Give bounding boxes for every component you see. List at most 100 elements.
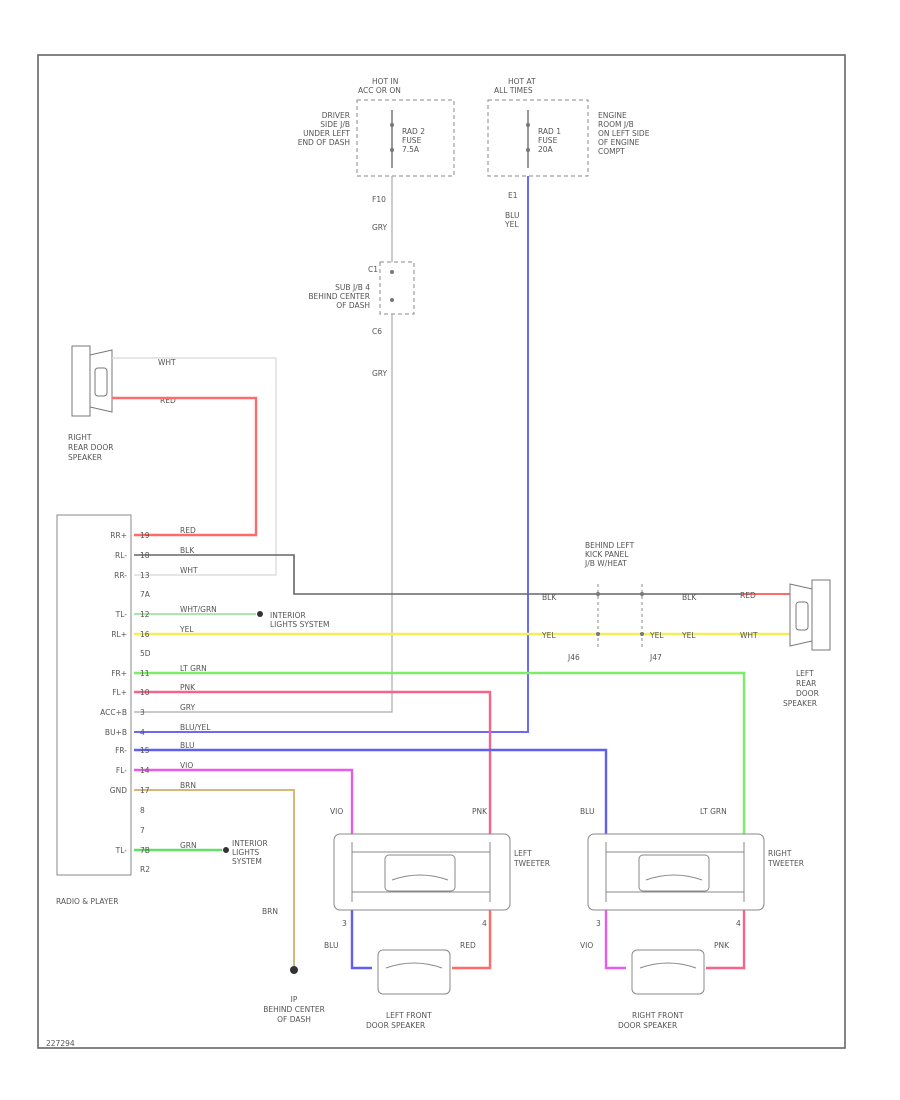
radio-pin-number: 11 (140, 669, 150, 678)
wht-grn-terminal (257, 611, 263, 617)
radio-pin-name: RR- (114, 571, 127, 580)
wire-blu-lf (350, 910, 372, 970)
radio-pin-wire-color: BRN (180, 781, 196, 790)
radio-pin-wire-color: BLU (180, 741, 194, 750)
j47-label: J47 (649, 653, 662, 662)
radio-pin-number: 4 (140, 728, 145, 737)
lf-blu-label: BLU (324, 941, 338, 950)
pin4b-label: 4 (736, 919, 741, 928)
radio-pin-number: 15 (140, 746, 150, 755)
diagram-code: 227294 (46, 1039, 75, 1048)
grn-terminal (223, 847, 229, 853)
radio-pin-wire-color: BLU/YEL (180, 723, 211, 732)
radio-pin-wire-color: GRN (180, 841, 197, 850)
yel-label-c: YEL (681, 631, 696, 640)
wht-label-r: WHT (740, 631, 758, 640)
radio-pin-name: FR+ (111, 669, 127, 678)
wire-label-gry1: GRY (372, 223, 388, 232)
radio-pin-number: 14 (140, 766, 150, 775)
radio-pin-wire-color: GRY (180, 703, 196, 712)
wire-gry-acc2 (134, 314, 393, 713)
wire-vio (134, 768, 354, 834)
wire-label-f10: F10 (372, 195, 386, 204)
radio-pin-number: 16 (140, 630, 150, 639)
radio-pin-name: RR+ (110, 531, 127, 540)
rf-pnk-label: PNK (714, 941, 730, 950)
radio-pin-wire-color: WHT/GRN (180, 605, 217, 614)
wire-blk-lr (134, 554, 742, 595)
radio-pin-number: 13 (140, 571, 150, 580)
wire-blu-yel (134, 176, 529, 733)
wire-brn (134, 789, 295, 966)
tweeter-pnk-label: PNK (472, 807, 488, 816)
tweeter-blu-label: BLU (580, 807, 594, 816)
radio-pin-name: BU+B (105, 728, 127, 737)
yel-label-a: YEL (541, 631, 556, 640)
radio-pin-name: FL- (116, 766, 127, 775)
radio-pin-number: 10 (140, 688, 150, 697)
lf-red-label: RED (460, 941, 476, 950)
radio-pin-name: ACC+B (100, 708, 127, 717)
wire-red-rr (112, 396, 258, 537)
radio-pin-name: FR- (115, 746, 127, 755)
radio-pin-number: 18 (140, 551, 150, 560)
radio-pin-wire-color: PNK (180, 683, 196, 692)
wire-red-lf (452, 910, 492, 970)
radio-pin-number: 17 (140, 786, 150, 795)
pin3b-label: 3 (596, 919, 601, 928)
j46-label: J46 (567, 653, 580, 662)
radio-pin-wire-color: RED (180, 526, 196, 535)
c1-top-label: C1 (368, 265, 378, 274)
radio-pin-name: TL- (115, 610, 128, 619)
radio-pin-name: GND (110, 786, 127, 795)
radio-label: RADIO & PLAYER (56, 897, 119, 906)
radio-pin-number: 8 (140, 806, 145, 815)
wire-vio-rf (604, 910, 626, 970)
radio-pin-name: RL- (115, 551, 127, 560)
radio-pin-number: 7 (140, 826, 145, 835)
radio-player: RADIO & PLAYER (56, 514, 132, 906)
ground-terminal (290, 966, 298, 974)
pin4-label: 4 (482, 919, 487, 928)
blk-label-a: BLK (542, 593, 557, 602)
radio-pin-number: 7A (140, 590, 151, 599)
wire-label-gry2: GRY (372, 369, 388, 378)
pin3-label: 3 (342, 919, 347, 928)
blk-label-b: BLK (682, 593, 697, 602)
radio-pin-number: R2 (140, 865, 150, 874)
radio-pin-name: TL- (115, 846, 128, 855)
radio-pin-number: 19 (140, 531, 150, 540)
wire-ltgrn (134, 671, 746, 834)
yel-label-b: YEL (649, 631, 664, 640)
radio-pin-name: RL+ (111, 630, 127, 639)
wire-label-c6: C6 (372, 327, 382, 336)
radio-pin-list: RR+19REDRL-18BLKRR-13WHT7ATL-12WHT/GRNRL… (100, 526, 217, 874)
wire-wht-rr (112, 357, 277, 576)
brn-ground-label: BRN (262, 907, 278, 916)
tweeter-vio-label: VIO (330, 807, 343, 816)
radio-pin-number: 3 (140, 708, 145, 717)
radio-pin-wire-color: BLK (180, 546, 195, 555)
rr-red-label: RED (160, 396, 176, 405)
radio-pin-name: FL+ (112, 688, 127, 697)
